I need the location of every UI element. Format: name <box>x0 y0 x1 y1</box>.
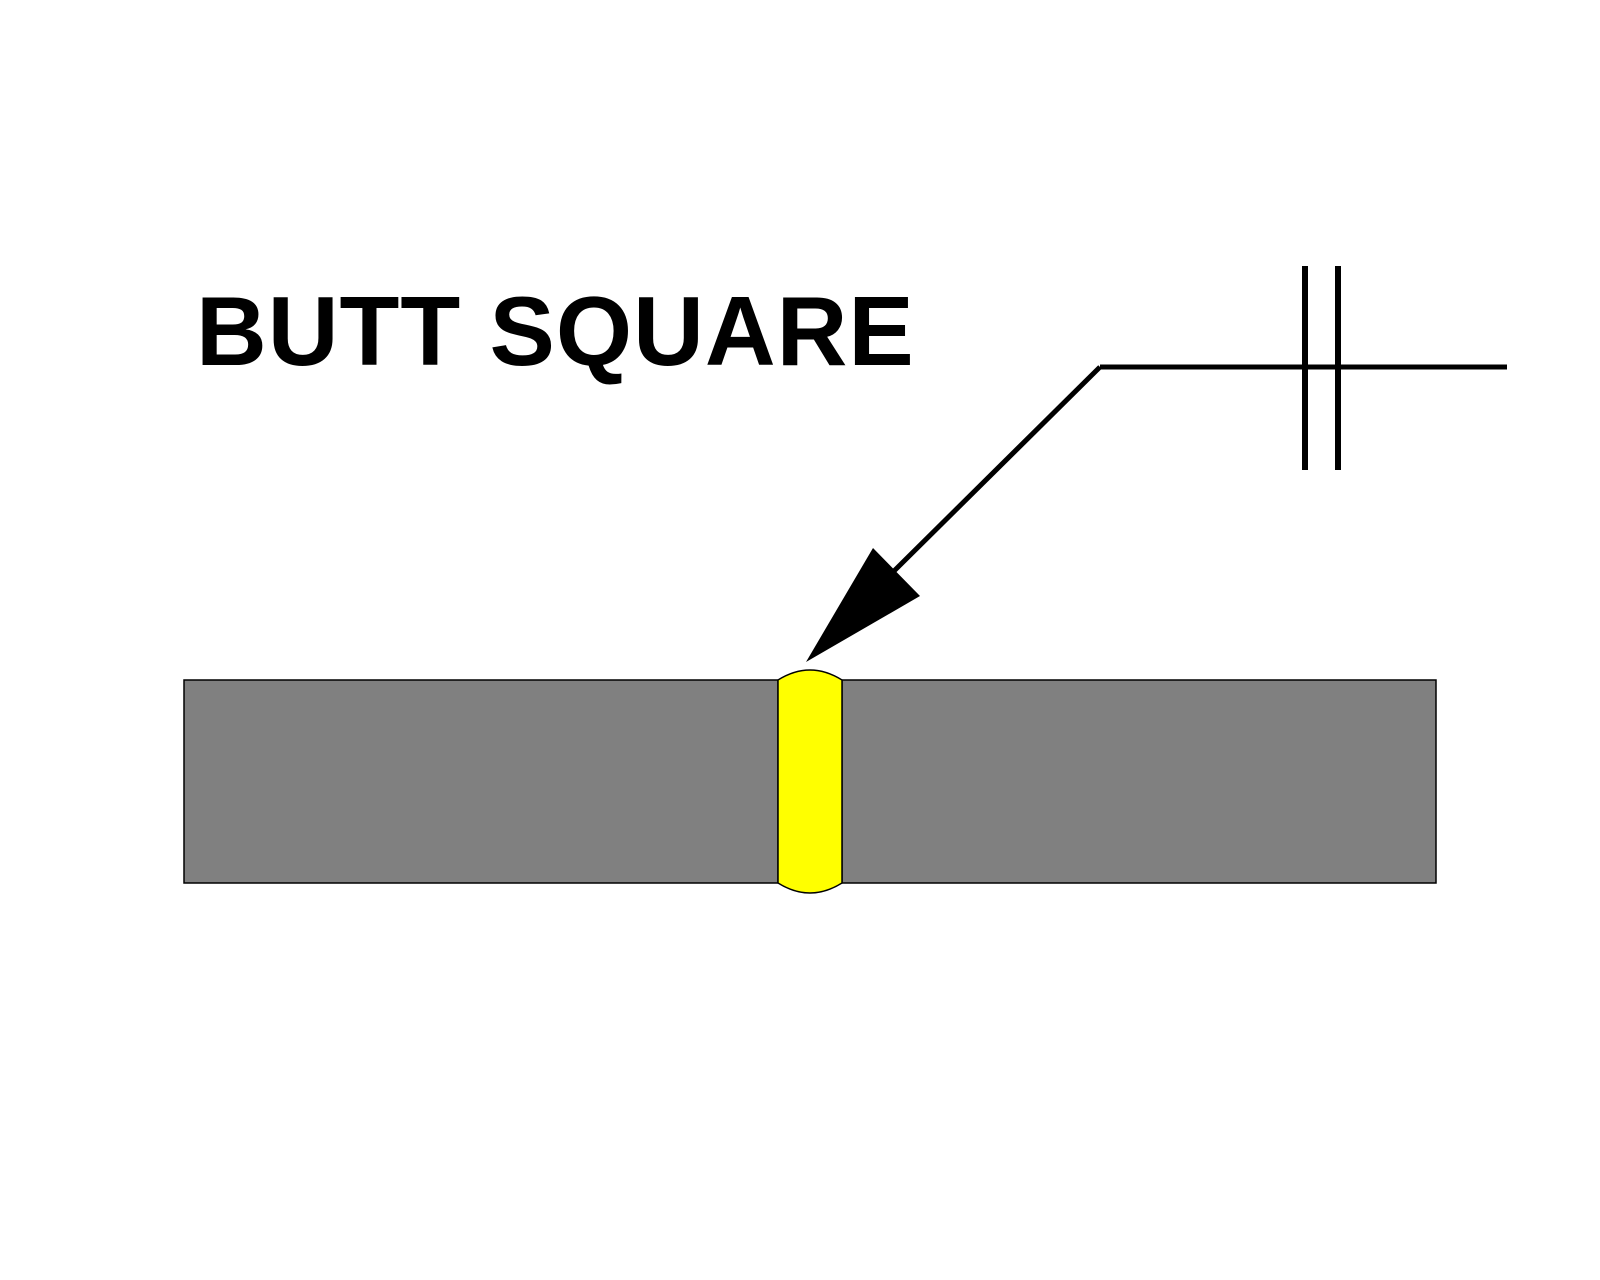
left-plate <box>183 679 779 884</box>
arrowhead-icon <box>806 548 920 662</box>
right-plate <box>841 679 1437 884</box>
leader-arrow <box>806 365 1102 662</box>
weld-bead <box>777 669 843 894</box>
base-metal <box>183 679 1437 884</box>
weld-symbol <box>1100 266 1507 470</box>
diagram-title: BUTT SQUARE <box>196 276 915 386</box>
leader-line <box>891 365 1102 574</box>
